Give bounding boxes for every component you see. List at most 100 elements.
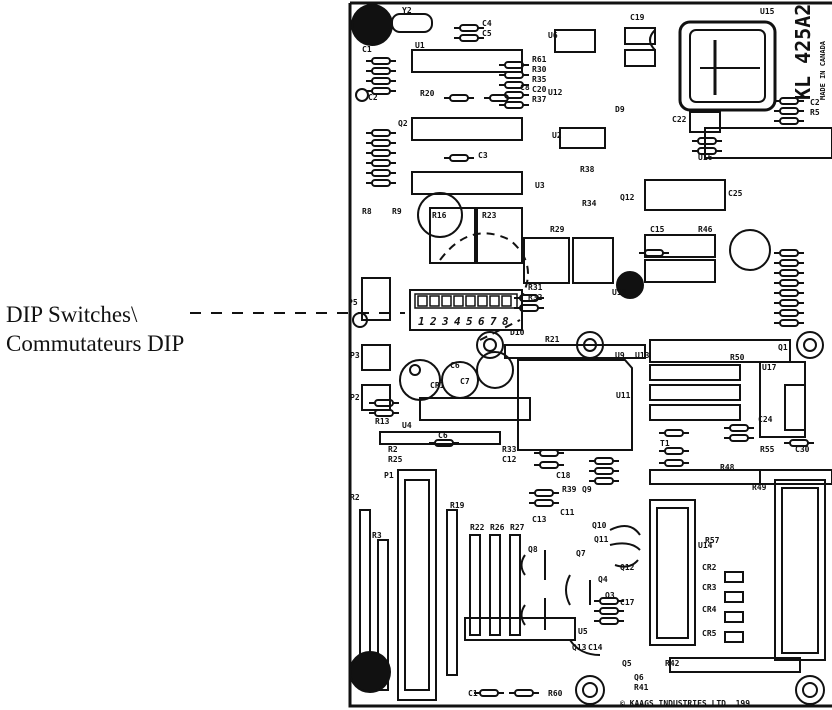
- label-cr2: CR2: [702, 563, 717, 572]
- copyright-text: © KAAGS INDUSTRIES LTD. 199: [620, 699, 750, 708]
- label-p3: P3: [350, 351, 360, 360]
- label-c24: C24: [758, 415, 773, 424]
- label-r3: R3: [372, 531, 382, 540]
- label-q1: Q1: [778, 343, 788, 352]
- label-u4: U4: [402, 421, 412, 430]
- label-r9: R9: [392, 207, 402, 216]
- label-q12: Q12: [620, 193, 635, 202]
- label-c30: C30: [795, 445, 810, 454]
- label-u16: U16: [698, 153, 713, 162]
- label-c14: C14: [588, 643, 603, 652]
- dip-switches-callout: DIP Switches\ Commutateurs DIP: [6, 300, 184, 358]
- label-p2: P2: [350, 393, 360, 402]
- integrated-circuits: [379, 27, 832, 673]
- label-u3: U3: [535, 181, 545, 190]
- part-number-text: KL 425A2: [791, 4, 815, 100]
- label-q5: Q5: [622, 659, 632, 668]
- dip-number-7: 7: [490, 315, 497, 328]
- label-r2: R2: [388, 445, 398, 454]
- label-u11: U11: [616, 391, 631, 400]
- label-r20: R20: [420, 89, 435, 98]
- component-labels: C4 C5 C19 C1 U1 U6 R61 R30 R35 C20 R37 C…: [348, 13, 820, 698]
- label-u5: U5: [578, 627, 588, 636]
- dip-number-2: 2: [429, 315, 437, 328]
- made-in-text: MADE IN CANADA: [819, 40, 827, 100]
- label-c2: C2: [368, 93, 378, 102]
- label-c17: C17: [620, 598, 635, 607]
- label-r41: R41: [634, 683, 649, 692]
- dip-number-1: 1: [418, 315, 425, 328]
- board-outline: [348, 1, 832, 708]
- mounting-holes: [349, 4, 825, 705]
- label-r29: R29: [550, 225, 565, 234]
- label-r13: R13: [375, 417, 390, 426]
- label-r19: R19: [450, 501, 465, 510]
- label-c6-lower: C6: [438, 431, 448, 440]
- label-c18: C18: [556, 471, 571, 480]
- label-r57: R57: [705, 536, 720, 545]
- label-c15: C15: [650, 225, 665, 234]
- label-q8: Q8: [528, 545, 538, 554]
- label-c23: C2: [810, 98, 820, 107]
- dip-switch-block: 1 2 3 4 5 6 7 8: [409, 289, 523, 331]
- label-r21: R21: [545, 335, 560, 344]
- label-u2: U2: [552, 131, 562, 140]
- vertical-resistor-bars: [359, 509, 521, 691]
- label-t1: T1: [660, 439, 670, 448]
- label-d9: D9: [615, 105, 625, 114]
- chip-u13: U13: [517, 351, 650, 451]
- dip-number-8: 8: [502, 315, 509, 328]
- transformer-u15: U15: [678, 7, 777, 112]
- label-c8: C8: [520, 83, 530, 92]
- label-c19: C19: [630, 13, 645, 22]
- dip-number-4: 4: [454, 315, 461, 328]
- label-q13: Q13: [572, 643, 587, 652]
- label-q6: Q6: [634, 673, 644, 682]
- label-d10: D10: [510, 328, 525, 337]
- label-q7: Q7: [576, 549, 586, 558]
- label-p1: P1: [384, 471, 394, 480]
- label-r30: R30: [532, 65, 547, 74]
- label-u10: U10: [612, 288, 627, 297]
- label-r2-lower: R2: [350, 493, 360, 502]
- label-c5: C5: [482, 29, 492, 38]
- circuit-board-drawing: Y2 U15 KL 425A2 MADE IN CANADA: [348, 1, 832, 708]
- label-r55: R55: [760, 445, 775, 454]
- label-c13: C13: [532, 515, 547, 524]
- label-u1: U1: [415, 41, 425, 50]
- label-c12: C12: [502, 455, 517, 464]
- callout-french-label: Commutateurs DIP: [6, 331, 185, 356]
- label-r42: R42: [665, 659, 680, 668]
- label-r60: R60: [548, 689, 563, 698]
- label-q9: Q9: [582, 485, 592, 494]
- label-q12-lower: Q12: [620, 563, 635, 572]
- label-r61: R61: [532, 55, 547, 64]
- label-u14: U14: [698, 541, 713, 550]
- label-y2: Y2: [402, 6, 412, 15]
- label-c1: C1: [362, 45, 372, 54]
- label-c3: C3: [478, 151, 488, 160]
- dip-number-5: 5: [466, 315, 473, 328]
- label-c20: C20: [532, 85, 547, 94]
- crystal-y2: Y2: [391, 6, 433, 33]
- label-r48: R48: [720, 463, 735, 472]
- label-cr5: CR5: [702, 629, 717, 638]
- label-c25: C25: [728, 189, 743, 198]
- label-p5: P5: [348, 298, 358, 307]
- label-r23: R23: [482, 211, 497, 220]
- label-c11: C11: [560, 508, 575, 517]
- label-u9: U9: [615, 351, 625, 360]
- label-r27: R27: [510, 523, 525, 532]
- label-u13: U13: [635, 351, 650, 360]
- transistors: [520, 29, 656, 656]
- relay-blocks: [429, 207, 614, 341]
- label-q11: Q11: [594, 535, 609, 544]
- label-r46: R46: [698, 225, 713, 234]
- label-r33: R33: [502, 445, 517, 454]
- label-r22: R22: [470, 523, 485, 532]
- label-q2: Q2: [398, 119, 408, 128]
- left-resistor-stacks: [365, 57, 400, 417]
- label-u15: U15: [760, 7, 775, 16]
- dip-number-3: 3: [441, 315, 449, 328]
- label-r39: R39: [562, 485, 577, 494]
